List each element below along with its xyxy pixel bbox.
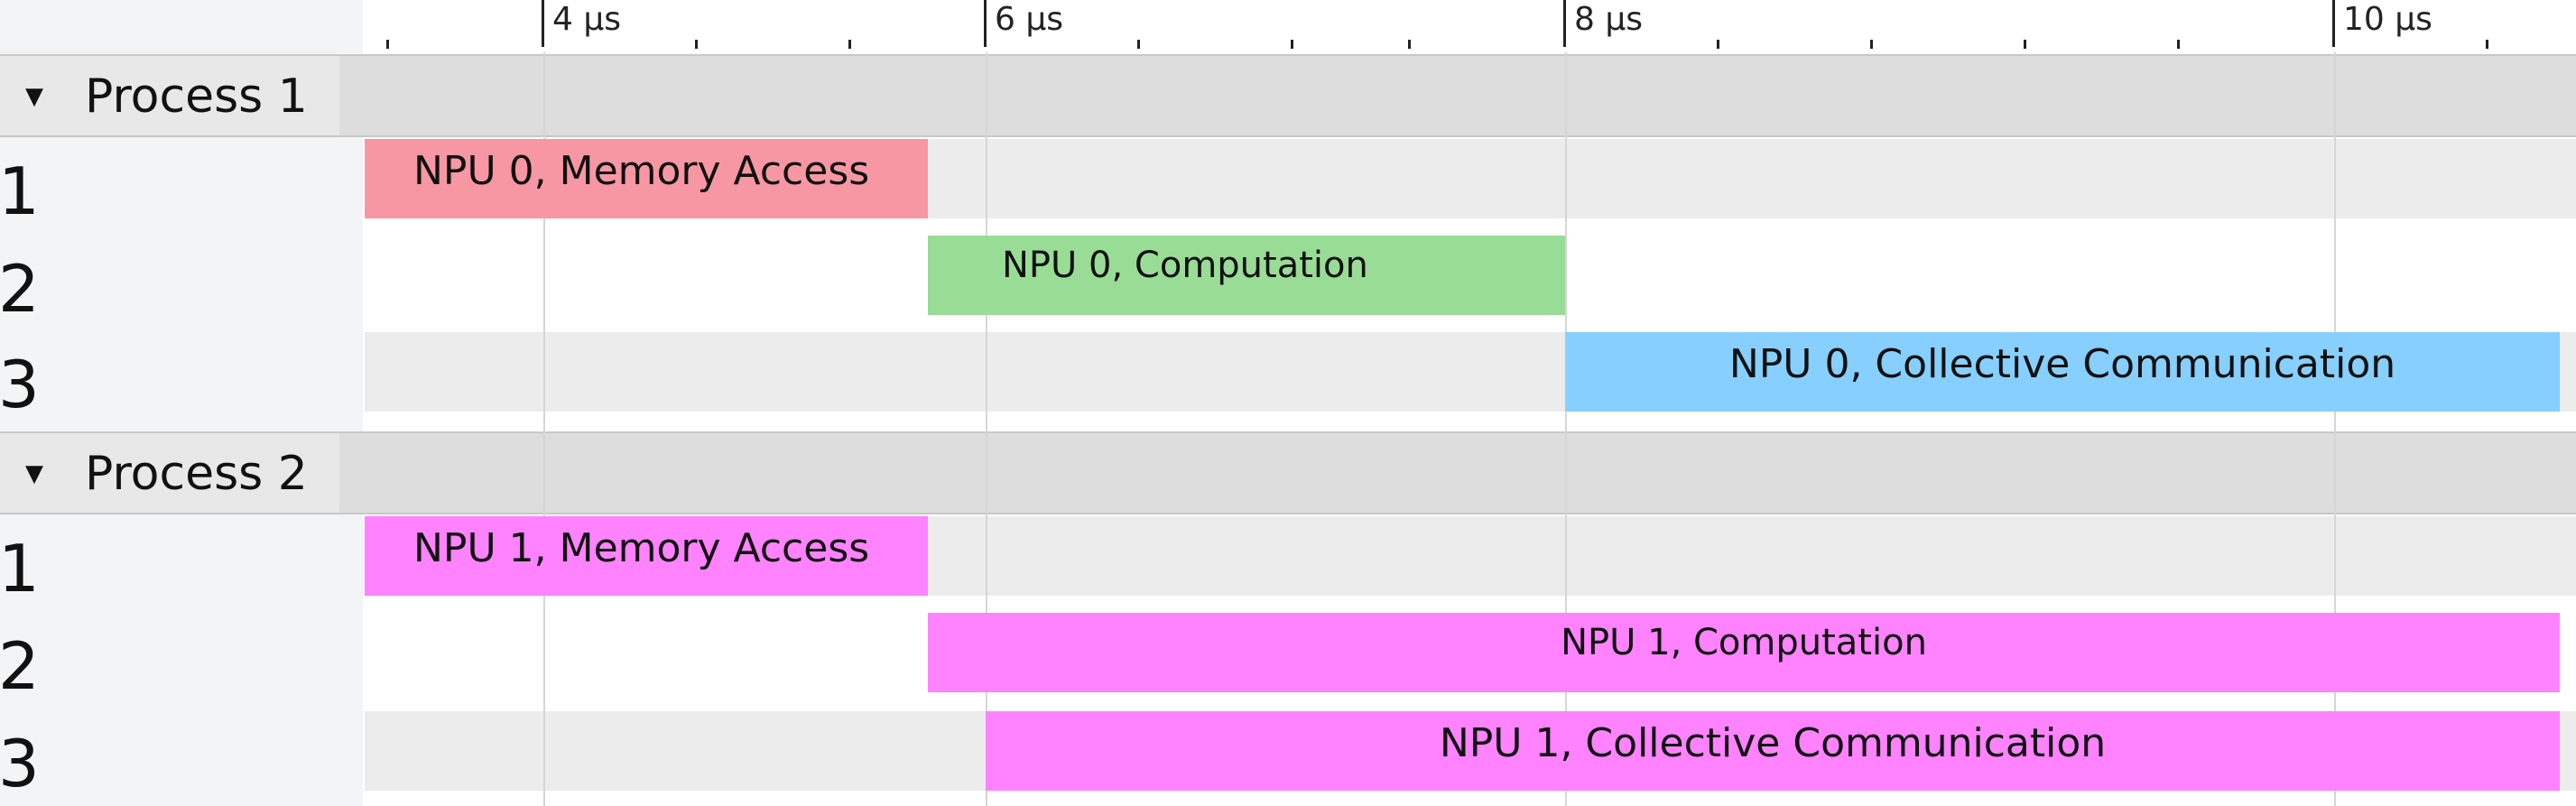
triangle-down-icon[interactable]: ▼	[25, 460, 43, 487]
slice-npu0-computation[interactable]: NPU 0, Computation	[928, 236, 1565, 315]
ruler-minor-tick	[1717, 40, 1719, 49]
process-2-header[interactable]: ▼ Process 2	[0, 431, 2576, 514]
timeline-gridline	[1565, 52, 1567, 806]
ruler-major-tick	[542, 0, 544, 47]
process-1-title: Process 1	[85, 69, 308, 124]
ruler-major-tick	[984, 0, 987, 47]
ruler-tick-label-6us: 6 µs	[995, 1, 1064, 38]
ruler-major-tick	[2332, 0, 2335, 47]
timeline-gridline	[543, 52, 545, 806]
triangle-down-icon[interactable]: ▼	[25, 83, 43, 110]
timeline-gridline	[2334, 52, 2336, 806]
ruler-minor-tick	[1137, 40, 1140, 49]
process-1-header[interactable]: ▼ Process 1	[0, 54, 2576, 137]
ruler-minor-tick	[1408, 40, 1411, 49]
slice-npu0-memory-access[interactable]: NPU 0, Memory Access	[365, 139, 928, 218]
ruler-minor-tick	[1291, 40, 1293, 49]
process-2-header-label-area	[0, 433, 339, 513]
ruler-minor-tick	[695, 40, 698, 49]
ruler-major-tick	[1563, 0, 1566, 47]
ruler-minor-tick	[2177, 40, 2180, 49]
slice-npu1-memory-access[interactable]: NPU 1, Memory Access	[365, 516, 928, 596]
slice-npu1-computation[interactable]: NPU 1, Computation	[928, 613, 2560, 692]
process-1-thread-1-label: 1	[0, 153, 40, 229]
time-ruler[interactable]: 4 µs 6 µs 8 µs 10 µs	[365, 0, 2576, 52]
timeline-gridline	[986, 52, 987, 806]
ruler-minor-tick	[1870, 40, 1873, 49]
process-2-thread-3-label: 3	[0, 726, 40, 801]
process-1-thread-3-label: 3	[0, 347, 40, 422]
ruler-minor-tick	[386, 40, 389, 49]
ruler-tick-label-8us: 8 µs	[1574, 1, 1644, 38]
ruler-tick-label-4us: 4 µs	[552, 1, 622, 38]
process-1-thread-2-label: 2	[0, 251, 40, 327]
ruler-minor-tick	[848, 40, 851, 49]
process-1-header-label-area	[0, 56, 339, 135]
ruler-tick-label-10us: 10 µs	[2343, 1, 2432, 38]
slice-npu1-collective-communication[interactable]: NPU 1, Collective Communication	[986, 711, 2560, 791]
process-2-title: Process 2	[85, 447, 308, 501]
ruler-minor-tick	[2024, 40, 2026, 49]
ruler-minor-tick	[2486, 40, 2488, 49]
process-2-thread-2-label: 2	[0, 628, 40, 704]
slice-npu0-collective-communication[interactable]: NPU 0, Collective Communication	[1565, 332, 2560, 412]
process-2-thread-1-label: 1	[0, 531, 40, 607]
